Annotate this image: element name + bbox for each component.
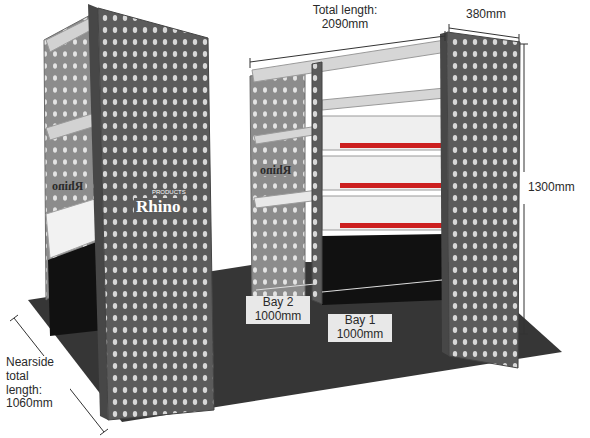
dimension-label: Bay 2 1000mm [246,296,310,324]
dimension-label: 1300mm [528,181,584,195]
logo-subtext: PRODUCTS [150,189,188,195]
dimension-label: Nearside total length: 1060mm [4,356,70,411]
logo-text: Rhino [134,198,182,215]
shelf [254,126,320,144]
dimension-label: 380mm [456,8,516,22]
shelf [252,40,447,82]
drawer-handle [340,183,442,188]
mirrored-logo-text: Rhino [258,164,293,176]
dimension-label: Total length: 2090mm [298,4,392,32]
base-box [322,234,445,305]
dimension-lines [256,280,442,292]
drawer-handle [340,223,442,228]
drawer [322,116,442,150]
drawer-handle [340,143,442,148]
drawer [322,196,442,230]
end-panel [250,68,305,300]
dimension-lines [10,24,528,435]
end-panel [447,32,520,368]
mirrored-logo-text: Rhino [50,180,85,192]
shelf [322,88,445,110]
end-panel [98,8,214,420]
upright [312,62,322,304]
dimension-label: Bay 1 1000mm [328,314,392,342]
drawer [322,156,442,190]
shelf [254,190,320,208]
